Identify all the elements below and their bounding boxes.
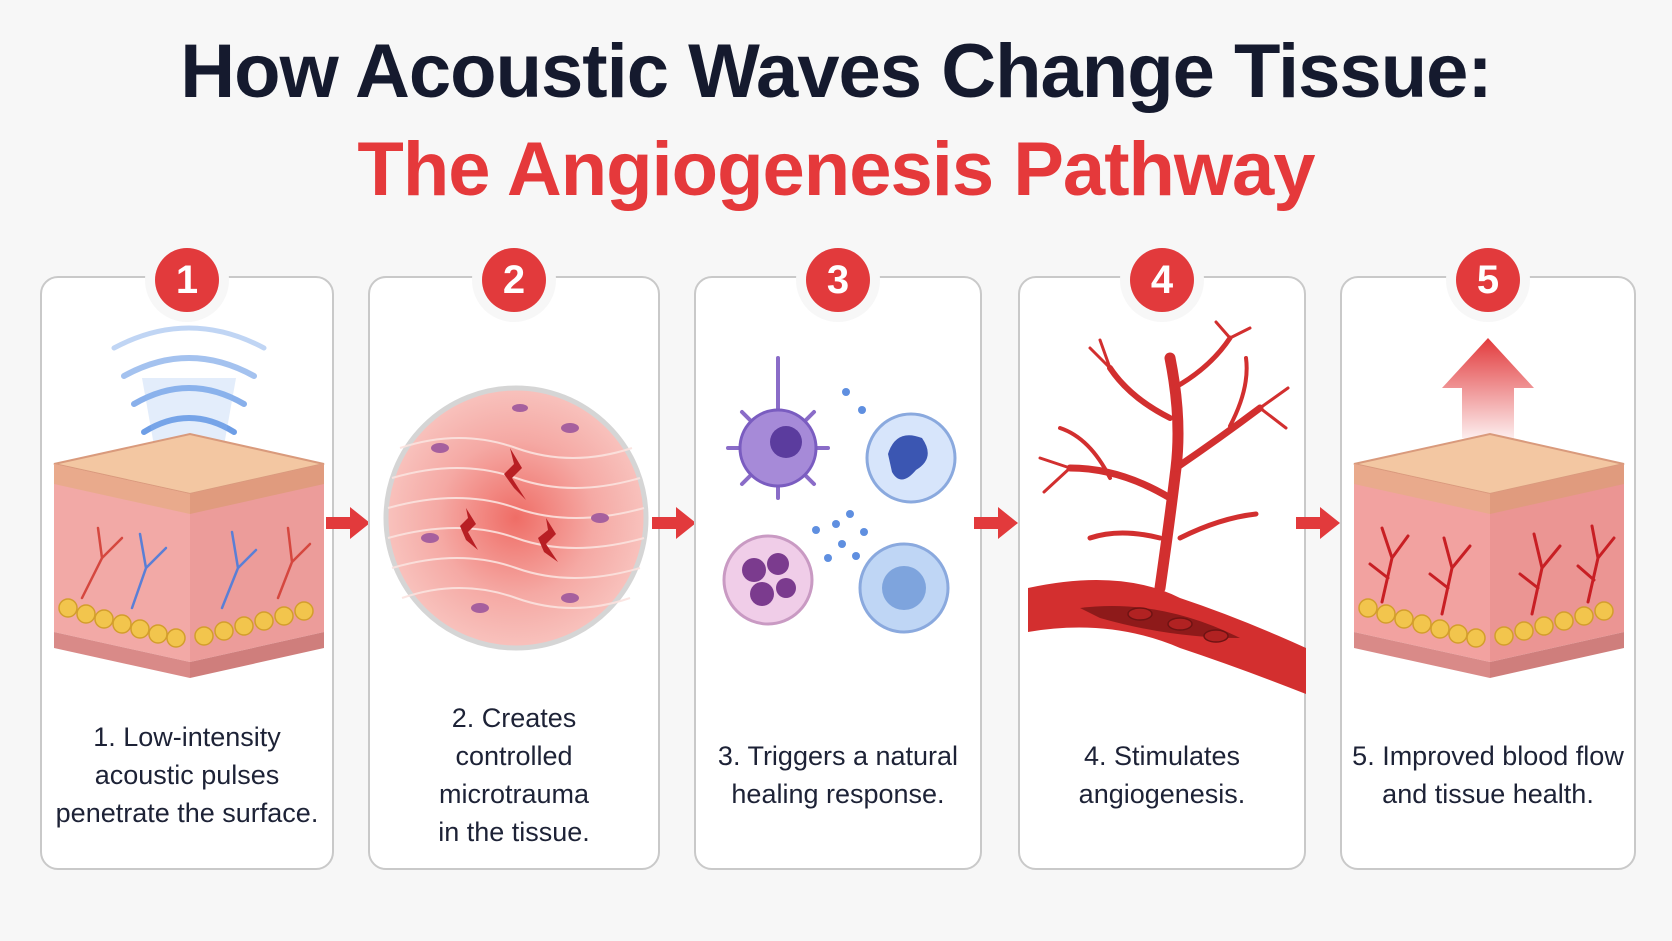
step-badge-2: 2 xyxy=(482,248,546,312)
title-line-2: The Angiogenesis Pathway xyxy=(357,127,1315,212)
step-card-5: 5 5. Improved blo xyxy=(1340,248,1636,870)
arrow-icon-2 xyxy=(652,507,696,539)
microtrauma-tissue-icon xyxy=(383,385,649,651)
step-card-2: 2 2. Creates co xyxy=(368,248,660,870)
step-badge-5: 5 xyxy=(1456,248,1520,312)
blood-vessel-tree-icon xyxy=(1028,320,1306,694)
title-line-1: How Acoustic Waves Change Tissue: xyxy=(180,29,1492,114)
step-caption-2: 2. Creates controlled microtrauma in the… xyxy=(438,703,590,847)
step-card-1: 1 1. xyxy=(40,248,334,870)
skin-block-with-waves-icon xyxy=(53,325,325,678)
arrow-icon-4 xyxy=(1296,507,1340,539)
arrow-icon-3 xyxy=(974,507,1018,539)
immune-cells-icon xyxy=(722,356,957,634)
step-caption-5: 5. Improved blood flow and tissue health… xyxy=(1352,741,1624,809)
step-badge-4: 4 xyxy=(1130,248,1194,312)
step-caption-1: 1. Low-intensity acoustic pulses penetra… xyxy=(55,722,319,828)
step-badge-1: 1 xyxy=(155,248,219,312)
step-badge-3: 3 xyxy=(806,248,870,312)
step-caption-4: 4. Stimulates angiogenesis. xyxy=(1078,741,1246,809)
step-card-4: 4 4. Stimulates angiogenesis. xyxy=(1018,248,1306,870)
step-caption-3: 3. Triggers a natural healing response. xyxy=(717,741,959,809)
arrow-icon-1 xyxy=(326,507,370,539)
healthy-skin-block-icon xyxy=(1353,338,1625,678)
step-card-3: 3 3. Triggers a natural healing response… xyxy=(694,248,982,870)
